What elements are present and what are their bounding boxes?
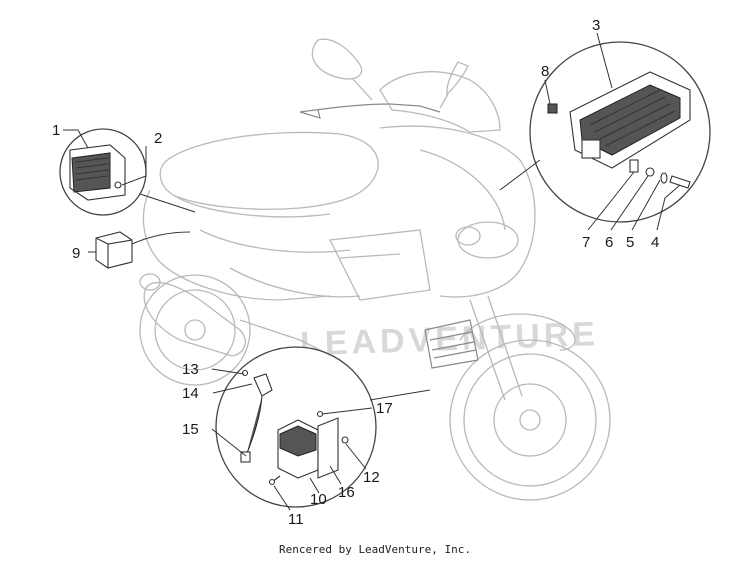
callout-12: 12 — [363, 469, 380, 486]
watermark: LEADVENTURE — [299, 315, 599, 363]
callout-leaders — [63, 32, 681, 511]
inset-voltage-regulator — [59, 128, 196, 216]
callout-7: 7 — [582, 234, 590, 251]
callout-14: 14 — [182, 385, 199, 402]
callout-4: 4 — [651, 234, 659, 251]
part-9-relay — [95, 231, 191, 269]
credit-text: Rencered by LeadVenture, Inc. — [279, 543, 471, 556]
callout-1: 1 — [52, 122, 60, 139]
callout-11: 11 — [288, 511, 304, 528]
callout-6: 6 — [605, 234, 613, 251]
callout-5: 5 — [626, 234, 634, 251]
callout-8: 8 — [541, 63, 549, 80]
inset-cdi-unit — [499, 41, 711, 223]
callout-labels: 1 2 3 4 5 6 7 8 9 10 11 12 13 14 15 16 1… — [52, 17, 659, 528]
callout-17: 17 — [376, 400, 393, 417]
callout-13: 13 — [182, 361, 199, 378]
inset-ignition-coil — [215, 346, 431, 508]
callout-10: 10 — [310, 491, 327, 508]
scooter-outline — [139, 38, 611, 501]
callout-2: 2 — [154, 130, 162, 147]
callout-16: 16 — [338, 484, 355, 501]
callout-15: 15 — [182, 421, 199, 438]
callout-3: 3 — [592, 17, 600, 34]
callout-9: 9 — [72, 245, 80, 262]
